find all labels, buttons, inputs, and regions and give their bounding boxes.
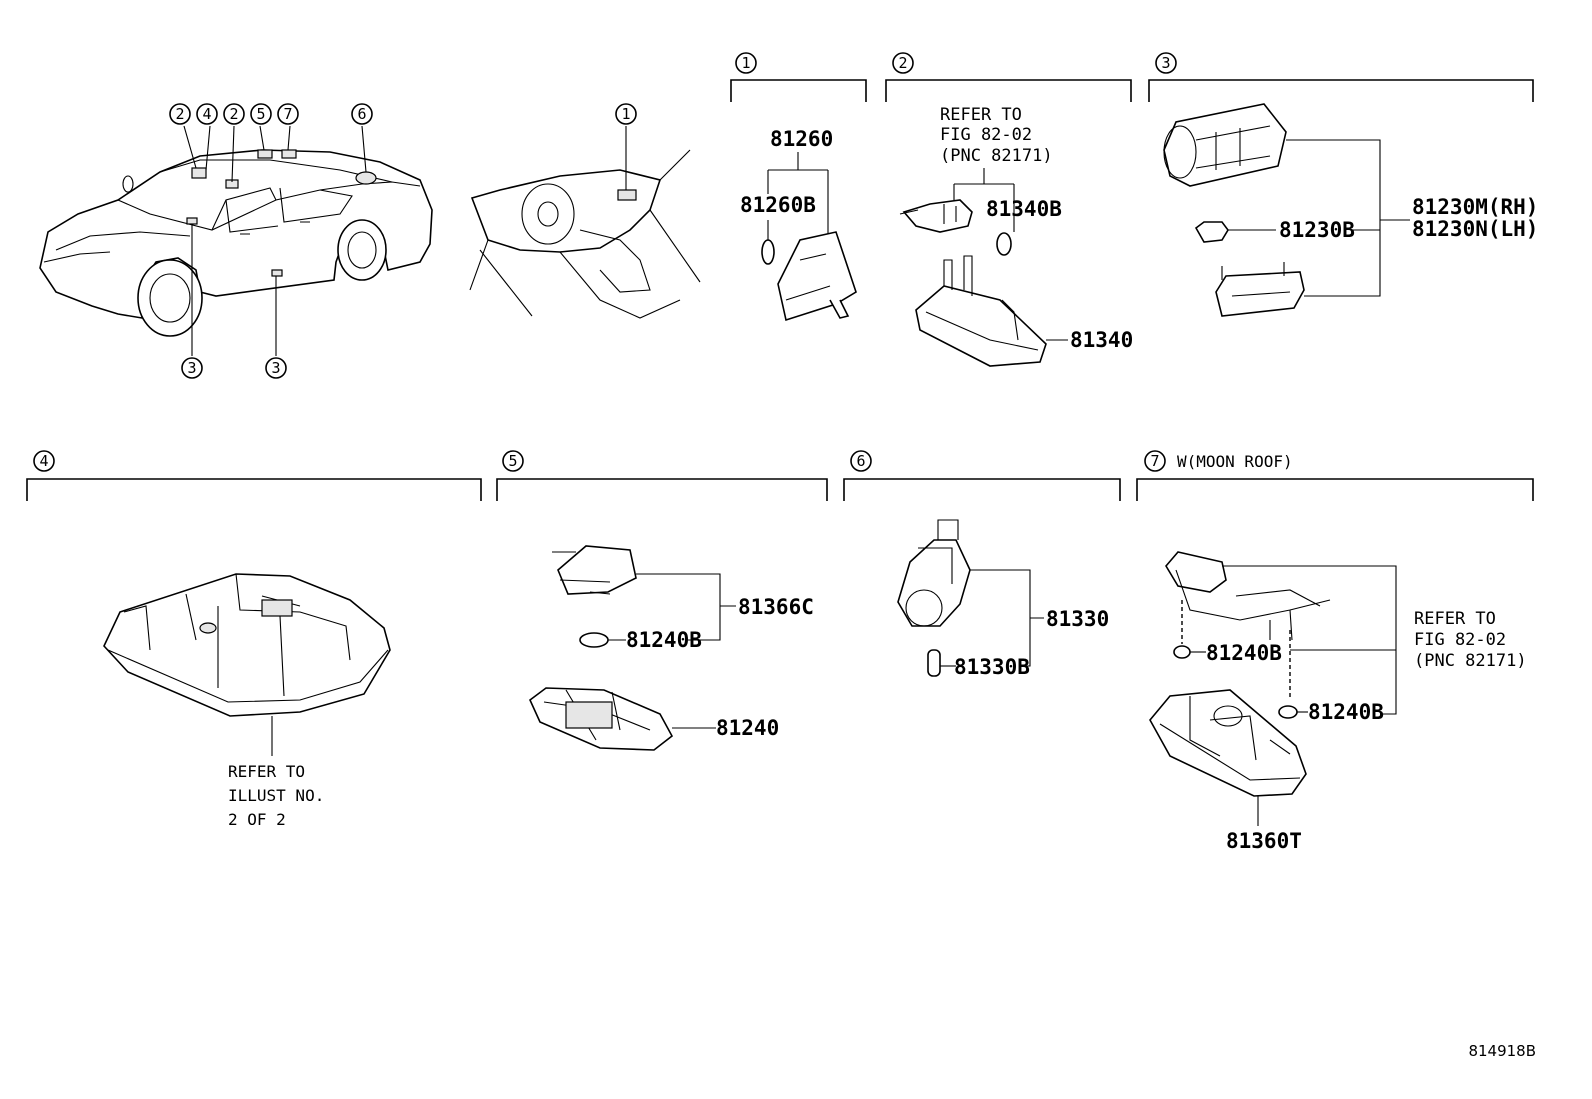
group-1-callout: 1 [735, 52, 757, 74]
part-number: 81240B [1308, 700, 1384, 724]
svg-text:1: 1 [621, 105, 630, 123]
part-number: 81340 [1070, 328, 1133, 352]
part-number: 81230B [1279, 218, 1355, 242]
part-number: 81260 [770, 127, 833, 151]
part-number: 81330 [1046, 607, 1109, 631]
svg-text:2: 2 [175, 105, 184, 123]
part-number: 81330B [954, 655, 1030, 679]
svg-text:7: 7 [283, 105, 292, 123]
dash-callout: 1 [615, 103, 637, 125]
note-line: 2 OF 2 [228, 810, 286, 829]
group-6: 6 81330 81330B [843, 450, 1121, 679]
part-number: 81340B [986, 197, 1062, 221]
svg-text:6: 6 [856, 452, 865, 470]
group-5-callout: 5 [502, 450, 524, 472]
part-number: 81366C [738, 595, 814, 619]
note-line: (PNC 82171) [940, 146, 1053, 166]
car-callout: 7 [277, 103, 299, 125]
figure-id: 814918B [1468, 1042, 1536, 1060]
svg-text:1: 1 [741, 54, 750, 72]
group-3-callout: 3 [1155, 52, 1177, 74]
part-number: 81360T [1226, 829, 1302, 853]
car-callout: 6 [351, 103, 373, 125]
group-7-callout: 7 [1144, 450, 1166, 472]
car-callout: 2 [223, 103, 245, 125]
part-number: 81240 [716, 716, 779, 740]
part-number: 81260B [740, 193, 816, 217]
part-number: 81240B [626, 628, 702, 652]
part-number: 81230N(LH) [1412, 217, 1538, 241]
group-2-callout: 2 [892, 52, 914, 74]
svg-text:3: 3 [187, 359, 196, 377]
svg-text:4: 4 [39, 452, 48, 470]
note-line: ILLUST NO. [228, 786, 324, 805]
condition-label: W(MOON ROOF) [1177, 452, 1293, 471]
group-1: 1 81260 81260B [730, 52, 867, 322]
car-callout: 5 [250, 103, 272, 125]
svg-text:2: 2 [229, 105, 238, 123]
svg-text:3: 3 [1161, 54, 1170, 72]
dashboard-overview: 1 [469, 103, 701, 319]
group-4-callout: 4 [33, 450, 55, 472]
note-line: (PNC 82171) [1414, 651, 1527, 671]
car-overview: 2 4 2 5 7 6 3 3 [39, 103, 433, 379]
car-callout: 4 [196, 103, 218, 125]
svg-text:7: 7 [1150, 452, 1159, 470]
car-callout: 2 [169, 103, 191, 125]
group-4: 4 REFER TO ILLUST NO. 2 OF 2 [26, 450, 482, 829]
svg-text:4: 4 [202, 105, 211, 123]
car-callout: 3 [265, 357, 287, 379]
part-number: 81230M(RH) [1412, 195, 1538, 219]
svg-text:6: 6 [357, 105, 366, 123]
part-number: 81240B [1206, 641, 1282, 665]
note-line: FIG 82-02 [940, 125, 1032, 145]
svg-text:5: 5 [256, 105, 265, 123]
svg-text:5: 5 [508, 452, 517, 470]
car-callout: 3 [181, 357, 203, 379]
svg-text:2: 2 [898, 54, 907, 72]
svg-text:3: 3 [271, 359, 280, 377]
group-6-callout: 6 [850, 450, 872, 472]
group-5: 5 81366C 81240B 81240 [496, 450, 828, 751]
note-line: REFER TO [228, 762, 305, 781]
group-3: 3 81230B 81230M(RH) 81230N(LH) [1148, 52, 1538, 317]
note-line: REFER TO [1414, 609, 1496, 629]
note-line: REFER TO [940, 105, 1022, 125]
group-7: 7 W(MOON ROOF) 81240B 81240B REFER TO FI… [1136, 450, 1534, 853]
note-line: FIG 82-02 [1414, 630, 1506, 650]
group-2: 2 REFER TO FIG 82-02 (PNC 82171) 81340B … [885, 52, 1133, 367]
